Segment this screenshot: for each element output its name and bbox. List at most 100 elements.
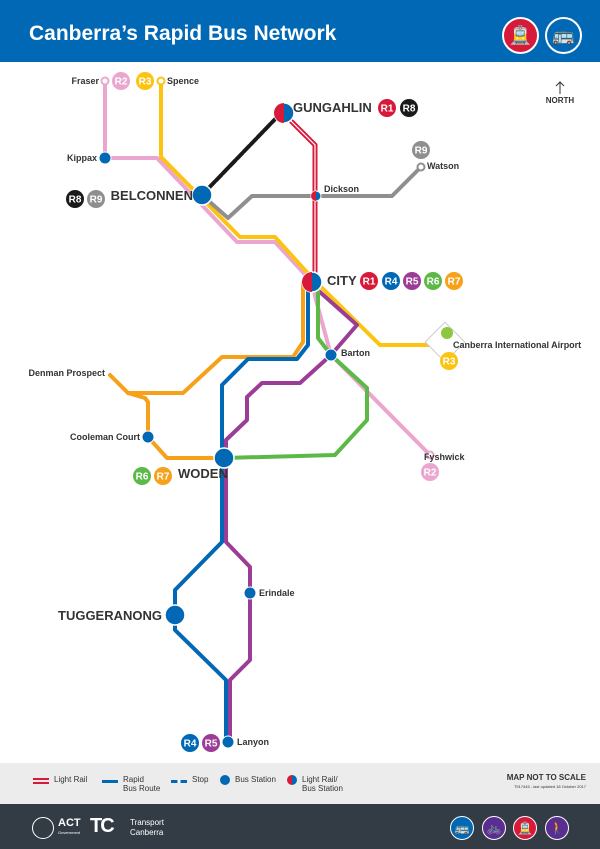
light-rail-icon: 🚊: [513, 816, 537, 840]
header: Canberra’s Rapid Bus Network 🚊 🚌: [0, 0, 600, 62]
route-r3-line: [159, 79, 447, 347]
interchange-city[interactable]: [301, 271, 323, 293]
route-badge-r4: [181, 734, 199, 752]
route-badge-r2: [421, 463, 439, 481]
label-tuggeranong: TUGGERANONG: [58, 608, 162, 623]
label-barton: Barton: [341, 348, 370, 358]
legend-label: Bus Station: [235, 775, 276, 784]
bus-station-belconnen[interactable]: [191, 184, 213, 206]
stop-fraser[interactable]: [100, 76, 110, 86]
airplane-icon: [441, 327, 453, 339]
route-badge-label: R6: [136, 472, 149, 483]
label-dickson: Dickson: [324, 184, 359, 194]
bus-station-tuggeranong[interactable]: [164, 604, 186, 626]
route-badge-label: R4: [385, 277, 398, 288]
route-badge-r7: [154, 467, 172, 485]
route-badge-label: R2: [115, 77, 128, 88]
legend-label: Light Rail: [54, 775, 88, 784]
route-badge-label: R4: [184, 739, 197, 750]
route-badge-label: R3: [139, 77, 152, 88]
bus-station-swatch: [220, 775, 230, 785]
route-badge-r6: [424, 272, 442, 290]
interchange-gungahlin[interactable]: [273, 102, 295, 124]
north-arrow-icon: [555, 81, 565, 94]
route-badge-label: R2: [424, 468, 437, 479]
bicycle-icon: 🚲: [482, 816, 506, 840]
interchange-dickson[interactable]: [310, 190, 322, 202]
route-badge-r4: [382, 272, 400, 290]
act-logo-text: ACT: [58, 817, 81, 829]
bus-station-lanyon[interactable]: [221, 735, 235, 749]
route-badge-label: R5: [205, 739, 218, 750]
route-badge-r5: [403, 272, 421, 290]
route-badge-label: R9: [90, 195, 103, 206]
route-badge-label: R8: [403, 104, 416, 115]
north-label: NORTH: [546, 96, 575, 105]
light-rail-swatch: [33, 778, 49, 784]
route-badge-r1: [360, 272, 378, 290]
label-woden: WODEN: [178, 466, 228, 481]
route-badge-label: R8: [69, 195, 82, 206]
light-rail-icon: 🚊: [502, 17, 539, 54]
route-badge-r9: [87, 190, 105, 208]
legend-light-rail-bus-station: Light Rail/Bus Station: [287, 775, 343, 793]
route-badge-r3: [136, 72, 154, 90]
route-badge-r5: [202, 734, 220, 752]
bus-station-woden[interactable]: [213, 447, 235, 469]
stop-fyshwick[interactable]: [425, 450, 435, 460]
label-lanyon: Lanyon: [237, 737, 269, 747]
stop-swatch: [171, 780, 187, 783]
route-badge-r6: [133, 467, 151, 485]
bus-icon: 🚌: [545, 17, 582, 54]
route-badge-r8: [66, 190, 84, 208]
route-badge-label: R3: [443, 357, 456, 368]
bus-station-kippax[interactable]: [98, 151, 112, 165]
route-badge-r9: [412, 141, 430, 159]
stop-watson[interactable]: [416, 162, 426, 172]
legend-light-rail: Light Rail: [33, 775, 87, 784]
bus-station-erindale[interactable]: [243, 586, 257, 600]
bus-station-barton[interactable]: [324, 348, 338, 362]
route-badge-label: R7: [157, 472, 170, 483]
label-city: CITY: [327, 273, 357, 288]
label-watson: Watson: [427, 161, 459, 171]
route-r2-line: [103, 79, 432, 457]
label-airport: Canberra International Airport: [453, 340, 581, 350]
act-crest-logo: [32, 817, 54, 839]
route-badge-label: R1: [381, 104, 394, 115]
label-erindale: Erindale: [259, 588, 295, 598]
rapid-bus-swatch: [102, 780, 118, 783]
page-title: Canberra’s Rapid Bus Network: [29, 22, 337, 45]
route-badge-r7: [445, 272, 463, 290]
stop-spence[interactable]: [156, 76, 166, 86]
tc-logo: TC: [90, 815, 115, 837]
legend-label: Stop: [192, 775, 209, 784]
interchange-swatch: [287, 775, 297, 785]
route-r9-line: [200, 165, 423, 220]
label-kippax: Kippax: [67, 153, 97, 163]
route-r6-line: [222, 280, 369, 460]
bus-station-cooleman-court[interactable]: [141, 430, 155, 444]
label-fraser: Fraser: [71, 76, 99, 86]
walking-icon: 🚶: [545, 816, 569, 840]
legend-bus-station: Bus Station: [220, 775, 276, 785]
label-gungahlin: GUNGAHLIN: [293, 100, 372, 115]
act-logo-sub: Government: [58, 830, 81, 835]
map-not-to-scale: MAP NOT TO SCALE: [506, 773, 586, 782]
route-badge-label: R1: [363, 277, 376, 288]
network-map: Fraser Spence Kippax Dickson Watson Canb…: [28, 72, 581, 752]
label-belconnen: BELCONNEN: [111, 188, 193, 203]
label-denman-prospect: Denman Prospect: [28, 368, 105, 378]
label-fyshwick: Fyshwick: [424, 452, 466, 462]
route-badge-r1: [378, 99, 396, 117]
route-badge-r2: [112, 72, 130, 90]
route-badge-label: R5: [406, 277, 419, 288]
route-badge-r3: [440, 352, 458, 370]
label-cooleman-court: Cooleman Court: [70, 432, 140, 442]
route-badge-label: R6: [427, 277, 440, 288]
